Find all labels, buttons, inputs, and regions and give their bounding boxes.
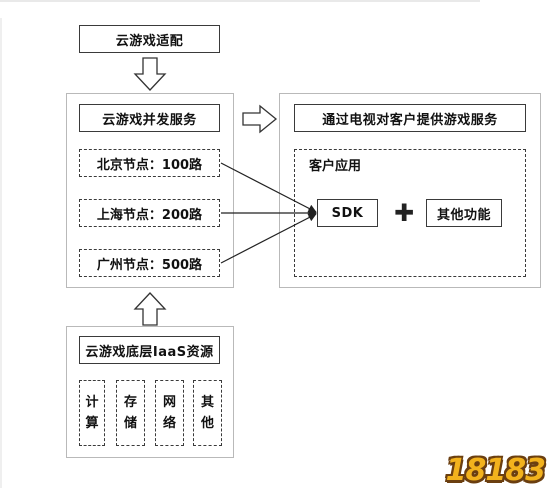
resource-char: 网: [162, 395, 176, 410]
node-beijing: 北京节点：100路: [79, 149, 220, 177]
resource-storage: 存 储: [116, 380, 145, 446]
resource-char: 算: [85, 416, 99, 431]
plus-icon: ✚: [393, 199, 415, 227]
resource-char: 其: [200, 395, 214, 410]
concurrency-service-title: 云游戏并发服务: [79, 104, 220, 132]
resource-compute: 计 算: [79, 380, 105, 446]
cloud-game-adapt-box: 云游戏适配: [79, 25, 220, 53]
node-guangzhou: 广州节点：500路: [79, 249, 220, 277]
left-edge-line: [0, 18, 2, 488]
watermark-logo-text: 18183: [445, 453, 546, 488]
resource-char: 储: [123, 416, 137, 431]
resource-char: 存: [123, 395, 137, 410]
iaas-resources-title: 云游戏底层IaaS资源: [79, 336, 220, 364]
resource-char: 络: [162, 416, 176, 431]
hollow-arrow-right: [242, 104, 278, 134]
client-app-label: 客户应用: [309, 159, 362, 174]
top-edge-line: [0, 0, 480, 2]
resource-char: 他: [200, 416, 214, 431]
watermark-logo: 18183: [445, 442, 546, 488]
resource-char: 计: [85, 395, 99, 410]
resource-network: 网 络: [155, 380, 184, 446]
hollow-arrow-up: [133, 292, 167, 326]
node-shanghai: 上海节点：200路: [79, 199, 220, 227]
tv-game-service-title: 通过电视对客户提供游戏服务: [294, 104, 526, 132]
hollow-arrow-down: [133, 57, 167, 91]
resource-other: 其 他: [193, 380, 222, 446]
other-features-box: 其他功能: [426, 199, 502, 227]
sdk-box: SDK: [317, 199, 378, 227]
